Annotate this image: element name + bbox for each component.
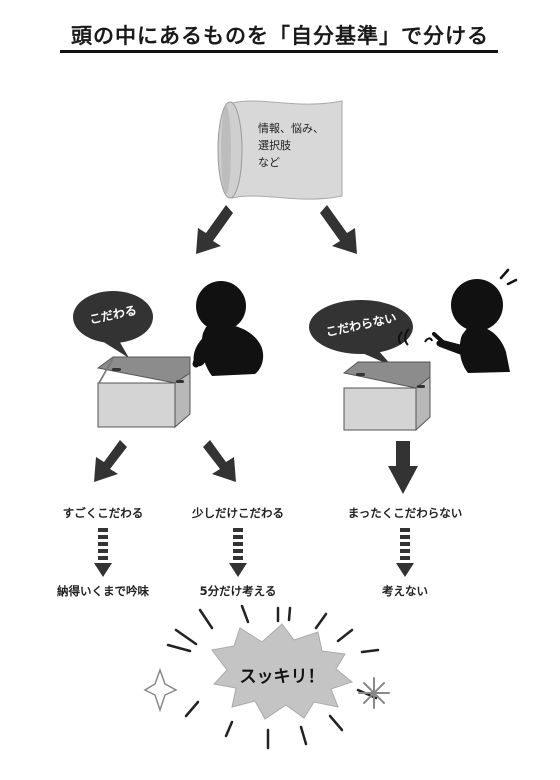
burst-icon xyxy=(211,623,354,720)
burst-label: スッキリ！ xyxy=(239,667,325,687)
box-left-icon xyxy=(96,356,191,429)
title-underline xyxy=(60,50,498,53)
label-slightly-particular: 少しだけこだわる xyxy=(192,506,284,520)
sparkle-left-icon xyxy=(143,667,178,713)
label-dont-think: 考えない xyxy=(382,584,428,598)
scroll-icon xyxy=(217,100,343,200)
label-very-particular: すごくこだわる xyxy=(62,506,144,520)
diagram-title: 頭の中にあるものを「自分基準」で分ける xyxy=(71,24,489,48)
person-thinking-icon xyxy=(192,281,264,376)
arrow-down-icon xyxy=(388,441,418,494)
person-dismissive-icon xyxy=(397,268,518,373)
scroll-line: 選択肢 xyxy=(258,139,291,152)
speech-bubble-left xyxy=(73,291,153,358)
label-think-5-minutes: 5分だけ考える xyxy=(199,584,277,598)
arrow-down-right-icon xyxy=(320,205,357,254)
arrow-down-left-icon xyxy=(196,205,233,254)
scroll-text: 情報、悩み、 選択肢 など xyxy=(258,120,324,171)
scroll-line: など xyxy=(258,156,280,169)
sparkle-right-icon xyxy=(358,677,390,709)
dashed-arrow-middle-icon xyxy=(229,528,247,577)
box-right-icon xyxy=(342,361,431,432)
arrow-down-left-2-icon xyxy=(94,440,127,482)
scroll-line: 情報、悩み、 xyxy=(258,122,324,135)
arrow-down-right-2-icon xyxy=(203,440,236,482)
dashed-arrow-right-icon xyxy=(396,528,414,577)
dashed-arrow-left-icon xyxy=(94,528,112,577)
label-not-particular: まったくこだわらない xyxy=(347,506,463,520)
label-examine-thoroughly: 納得いくまで吟味 xyxy=(57,584,149,598)
